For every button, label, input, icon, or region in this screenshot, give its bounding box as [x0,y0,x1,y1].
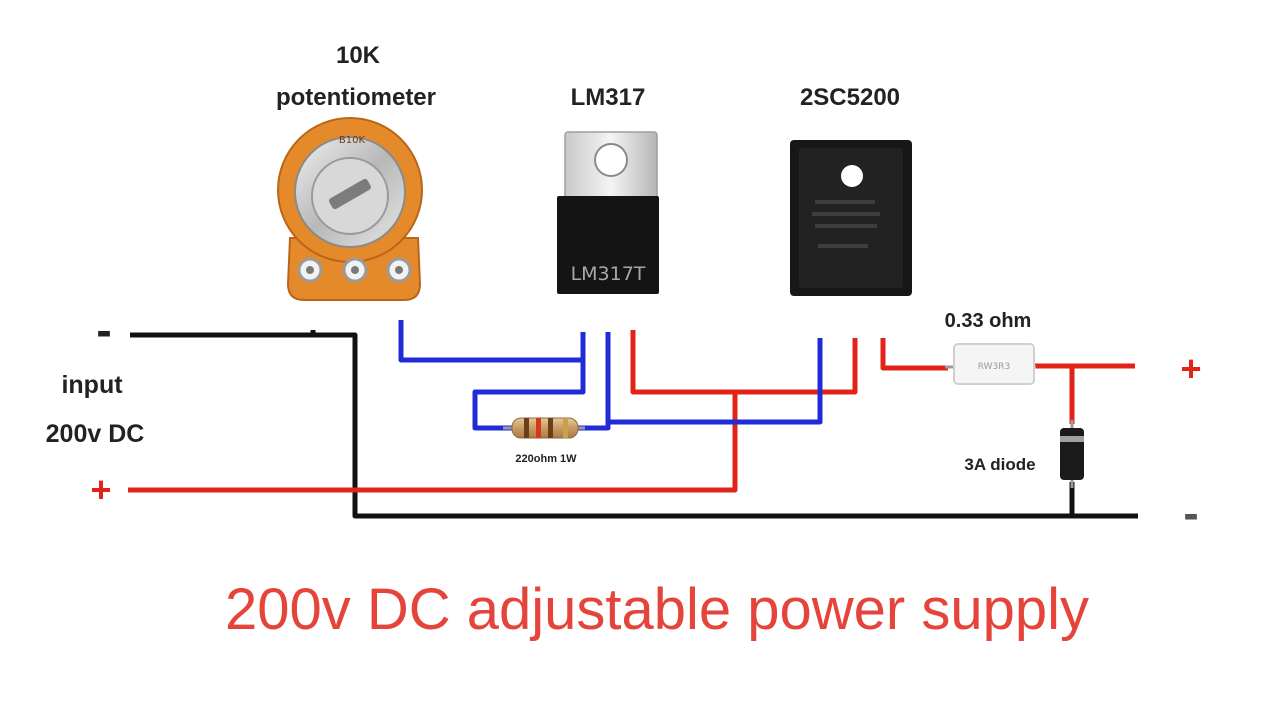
input-label-line1: input [61,371,123,399]
pot-marking-text: B10K [339,135,366,146]
lm317-output-to-base-wire [608,338,823,425]
output-minus-sign: - [1183,487,1198,539]
input-minus-sign: - [96,304,111,356]
input-plus-sign: + [90,469,111,510]
shunt-resistor: RW3R3 [945,343,1036,385]
2sc5200-transistor [790,140,912,340]
regulator-label: LM317 [571,84,646,111]
resistor-to-output-wire [578,332,611,431]
lm317-marking-text: LM317T [571,263,646,285]
pot-label-line1: 10K [336,42,381,69]
pot-wiper-to-adj-wire [398,320,586,363]
diagram-title: 200v DC adjustable power supply [225,577,1089,642]
lm317-input-wire [630,330,858,395]
input-label-line2: 200v DC [46,420,145,448]
shunt-marking-text: RW3R3 [978,362,1011,372]
adj-to-resistor-wire [472,360,586,431]
transistor-label: 2SC5200 [800,84,900,111]
output-plus-sign: + [1180,348,1201,389]
pot-label-line2: potentiometer [276,84,436,111]
collector-to-shunt-wire [880,338,948,371]
diode-label: 3A diode [964,455,1035,474]
control-wires [398,320,823,431]
lm317-regulator: LM317T [557,131,659,335]
potentiometer: B10K [277,117,423,332]
diode-3a [1060,420,1084,488]
positive-wires [128,330,1135,493]
shunt-label: 0.33 ohm [945,310,1032,332]
input-negative-wire [130,332,1138,519]
input-positive-wire [128,392,738,493]
resistor-label: 220ohm 1W [515,453,577,465]
resistor-220ohm [503,417,585,439]
